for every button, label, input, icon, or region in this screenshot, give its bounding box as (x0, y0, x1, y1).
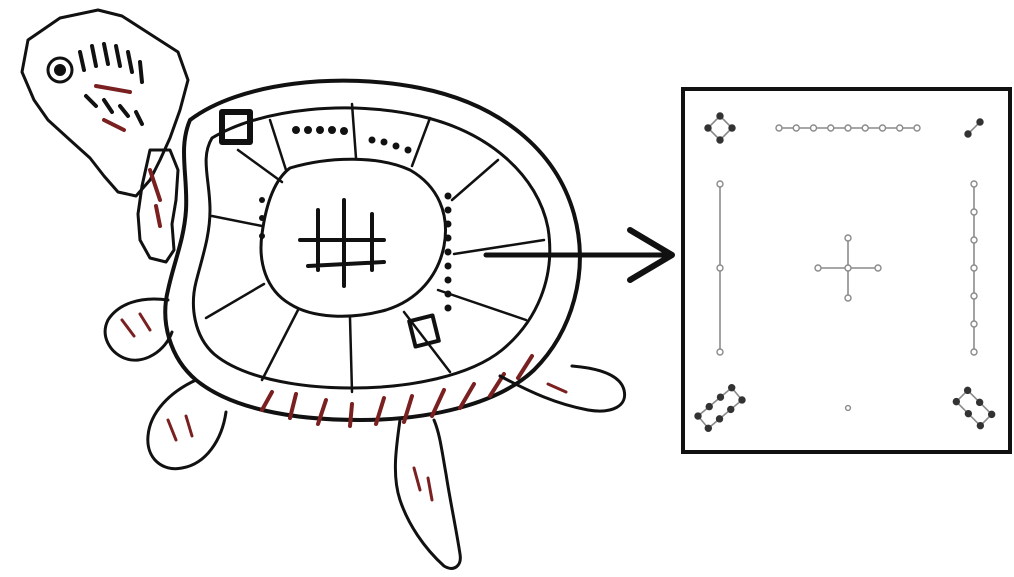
turtle-tail (395, 420, 460, 568)
magic-square-dot (717, 181, 723, 187)
magic-square-dot (846, 406, 851, 411)
magic-square-dot (717, 113, 723, 119)
magic-square-dot (845, 295, 851, 301)
magic-square-dot (971, 293, 977, 299)
turtle-front-leg-left (105, 299, 172, 360)
magic-square-dot (815, 265, 821, 271)
magic-square-dot (875, 265, 881, 271)
magic-square-dot (717, 416, 723, 422)
magic-square-dot (776, 125, 782, 131)
magic-square-dot (971, 321, 977, 327)
magic-square-dot (965, 131, 971, 137)
magic-square-dot (793, 125, 799, 131)
magic-square-dot (717, 394, 723, 400)
magic-square-dot (845, 125, 851, 131)
magic-square-dot (705, 125, 711, 131)
magic-square-dot (728, 406, 734, 412)
magic-square-dot (717, 349, 723, 355)
magic-square-dot (971, 349, 977, 355)
magic-square-dot (971, 181, 977, 187)
magic-square-dot (845, 265, 851, 271)
magic-square-dot (977, 119, 983, 125)
magic-square-dot (914, 125, 920, 131)
magic-square-dot (739, 397, 745, 403)
magic-square-dot (706, 404, 712, 410)
magic-square-panel (683, 89, 1010, 452)
magic-square-dot (965, 411, 971, 417)
magic-square-dot (695, 413, 701, 419)
turtle-head-markings (48, 44, 142, 124)
magic-square-dot (989, 411, 995, 417)
magic-square-dot (965, 387, 971, 393)
magic-square-dot (729, 125, 735, 131)
magic-square-dot (717, 137, 723, 143)
magic-square-dot (977, 423, 983, 429)
magic-square-dot (862, 125, 868, 131)
magic-square-dot (828, 125, 834, 131)
magic-square-dot (971, 237, 977, 243)
turtle-shell-center-cross (300, 200, 384, 286)
magic-square-dot (971, 209, 977, 215)
magic-square-number-1 (846, 406, 851, 411)
turtle-scute-square-right (409, 315, 439, 346)
turtle-back-leg-right (500, 366, 625, 411)
magic-square-dot (717, 265, 723, 271)
magic-square-dot (971, 265, 977, 271)
turtle-shell-center-ring (261, 159, 445, 316)
turtle-illustration (22, 10, 625, 568)
turtle-leg-red-markings (122, 314, 566, 500)
magic-square-dot (705, 425, 711, 431)
magic-square-dot (845, 235, 851, 241)
magic-square-dot (811, 125, 817, 131)
turtle-head-red-markings (96, 86, 160, 226)
magic-square-number-9 (776, 125, 920, 131)
magic-square-dot (729, 385, 735, 391)
magic-square-dot (880, 125, 886, 131)
magic-square-dot (953, 399, 959, 405)
magic-square-dot (897, 125, 903, 131)
magic-square-dot (977, 399, 983, 405)
